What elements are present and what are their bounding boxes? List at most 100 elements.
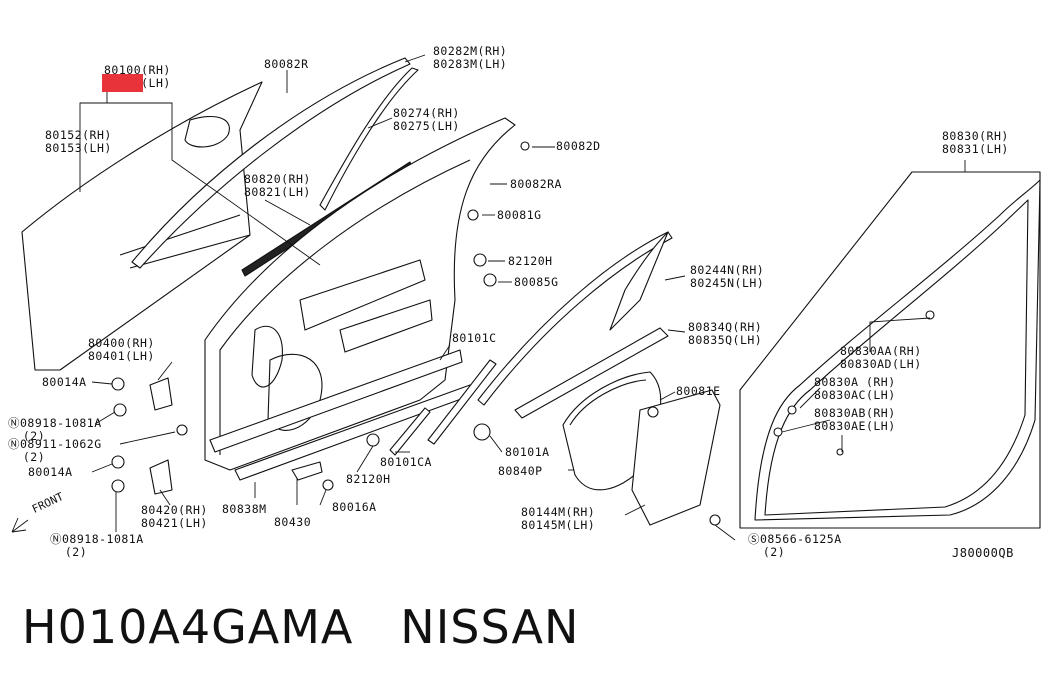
part-label-line: Ⓝ08911-1062G	[8, 437, 102, 451]
part-label-line: 80144M(RH)	[521, 505, 596, 519]
part-label-line: (2)	[50, 545, 88, 559]
part-label-line: 80014A	[42, 375, 87, 389]
part-label-line: 80016A	[332, 500, 377, 514]
part-label-80014a_bot: 80014A	[28, 466, 73, 479]
part-label-line: 80101C	[452, 331, 497, 345]
part-label-line: (2)	[8, 429, 46, 443]
part-label-80144m: 80144M(RH)80145M(LH)	[521, 506, 595, 532]
part-label-line: 80274(RH)	[393, 106, 460, 120]
part-label-line: 80283M(LH)	[433, 57, 508, 71]
part-number: H010A4GAMA	[22, 600, 354, 654]
highlighted-part-number: 80101	[101, 74, 144, 92]
part-label-line: 80082D	[556, 139, 601, 153]
part-label-80274: 80274(RH)80275(LH)	[393, 107, 460, 133]
glass-run-channel	[477, 231, 673, 406]
part-label-line: 80830AA(RH)	[840, 344, 922, 358]
part-label-80101ca: 80101CA	[380, 456, 432, 469]
part-label-line: 80282M(RH)	[433, 44, 508, 58]
part-label-80244n: 80244N(RH)80245N(LH)	[690, 264, 764, 290]
part-label-80830aa: 80830AA(RH)80830AD(LH)	[840, 345, 922, 371]
body-side-weatherstrip	[754, 179, 1041, 521]
part-label-82120h_bot: 82120H	[346, 473, 391, 486]
part-label-line: 80101(LH)	[101, 74, 171, 92]
part-label-line: Ⓝ08918-1081A	[50, 532, 144, 546]
part-label-80830a: 80830A (RH)80830AC(LH)	[814, 376, 896, 402]
part-label-line: 80840P	[498, 464, 543, 478]
part-label-80016a: 80016A	[332, 501, 377, 514]
part-label-line: 80244N(RH)	[690, 263, 765, 277]
part-label-line: 80100(RH)	[104, 63, 171, 77]
part-label-line: (2)	[8, 450, 46, 464]
part-label-line: 80838M	[222, 502, 267, 516]
part-label-line: 82120H	[508, 254, 553, 268]
sash-moulding	[131, 57, 411, 269]
part-label-80830: 80830(RH)80831(LH)	[942, 130, 1009, 156]
part-label-line: 80101CA	[380, 455, 432, 469]
part-label-line: 80830AB(RH)	[814, 406, 896, 420]
part-label-80082d: 80082D	[556, 140, 601, 153]
part-label-line: Ⓝ08918-1081A	[8, 416, 102, 430]
part-label-08918_top: Ⓝ08918-1081A (2)	[8, 417, 102, 443]
part-label-80830ab: 80830AB(RH)80830AE(LH)	[814, 407, 896, 433]
caption: H010A4GAMA NISSAN	[22, 600, 579, 654]
part-label-80082r: 80082R	[264, 58, 309, 71]
part-label-80100: 80100(RH)80101(LH)	[101, 63, 171, 92]
outer-door-panel	[21, 81, 263, 371]
part-label-line: 80081G	[497, 208, 542, 222]
part-label-80152: 80152(RH)80153(LH)	[45, 129, 112, 155]
part-label-80085g: 80085G	[514, 276, 559, 289]
body-side-inset-frame	[739, 171, 1041, 529]
part-label-80838m: 80838M	[222, 503, 267, 516]
door-assembly-drawing	[11, 54, 1041, 541]
brand-name: NISSAN	[400, 600, 580, 654]
part-label-line: 80421(LH)	[141, 516, 208, 530]
part-label-80282m: 80282M(RH)80283M(LH)	[433, 45, 507, 71]
part-label-line: 80085G	[514, 275, 559, 289]
part-label-line: 80830AE(LH)	[814, 419, 896, 433]
part-label-line: 80400(RH)	[88, 336, 155, 350]
part-label-80400: 80400(RH)80401(LH)	[88, 337, 155, 363]
part-label-line: 80145M(LH)	[521, 518, 596, 532]
part-label-80014a_top: 80014A	[42, 376, 87, 389]
part-label-line: 80830AC(LH)	[814, 388, 896, 402]
part-label-80101c: 80101C	[452, 332, 497, 345]
part-label-line: 80401(LH)	[88, 349, 155, 363]
part-label-line: 80245N(LH)	[690, 276, 765, 290]
sealing-screen	[631, 389, 721, 526]
part-label-line: 80275(LH)	[393, 119, 460, 133]
part-label-line: (2)	[748, 545, 786, 559]
part-label-08918_bot: Ⓝ08918-1081A (2)	[50, 533, 144, 559]
part-label-line: 80081E	[676, 384, 721, 398]
part-label-80082ra: 80082RA	[510, 178, 562, 191]
part-label-line: 82120H	[346, 472, 391, 486]
part-label-80081e: 80081E	[676, 385, 721, 398]
part-label-line: Ⓢ08566-6125A	[748, 532, 842, 546]
part-label-80820: 80820(RH)80821(LH)	[244, 173, 311, 199]
part-label-80840p: 80840P	[498, 465, 543, 478]
part-label-line: 80101A	[505, 445, 550, 459]
part-label-line: 80014A	[28, 465, 73, 479]
part-label-80834q: 80834Q(RH)80835Q(LH)	[688, 321, 762, 347]
part-label-80081g: 80081G	[497, 209, 542, 222]
part-label-line: 80082RA	[510, 177, 562, 191]
part-label-line: 80153(LH)	[45, 141, 112, 155]
part-label-line: 80830AD(LH)	[840, 357, 922, 371]
part-label-80101a: 80101A	[505, 446, 550, 459]
part-label-80420: 80420(RH)80421(LH)	[141, 504, 208, 530]
part-label-line: 80830(RH)	[942, 129, 1009, 143]
diagram-reference-code: J80000QB	[952, 546, 1014, 560]
part-label-line: 80420(RH)	[141, 503, 208, 517]
part-label-line: 80430	[274, 515, 312, 529]
part-label-line: 80821(LH)	[244, 185, 311, 199]
part-label-08911: Ⓝ08911-1062G (2)	[8, 438, 102, 464]
part-label-80430: 80430	[274, 516, 311, 529]
part-label-line: 80835Q(LH)	[688, 333, 763, 347]
part-label-82120h_top: 82120H	[508, 255, 553, 268]
parts-diagram: 80100(RH)80101(LH) 80152(RH)80153(LH) 8008…	[8, 45, 1041, 560]
part-label-line: 80834Q(RH)	[688, 320, 763, 334]
part-label-line: 80152(RH)	[45, 128, 112, 142]
part-label-08566: Ⓢ08566-6125A (2)	[748, 533, 842, 559]
part-label-line: 80830A (RH)	[814, 375, 896, 389]
part-label-line: 80831(LH)	[942, 142, 1009, 156]
part-label-line: 80082R	[264, 57, 309, 71]
